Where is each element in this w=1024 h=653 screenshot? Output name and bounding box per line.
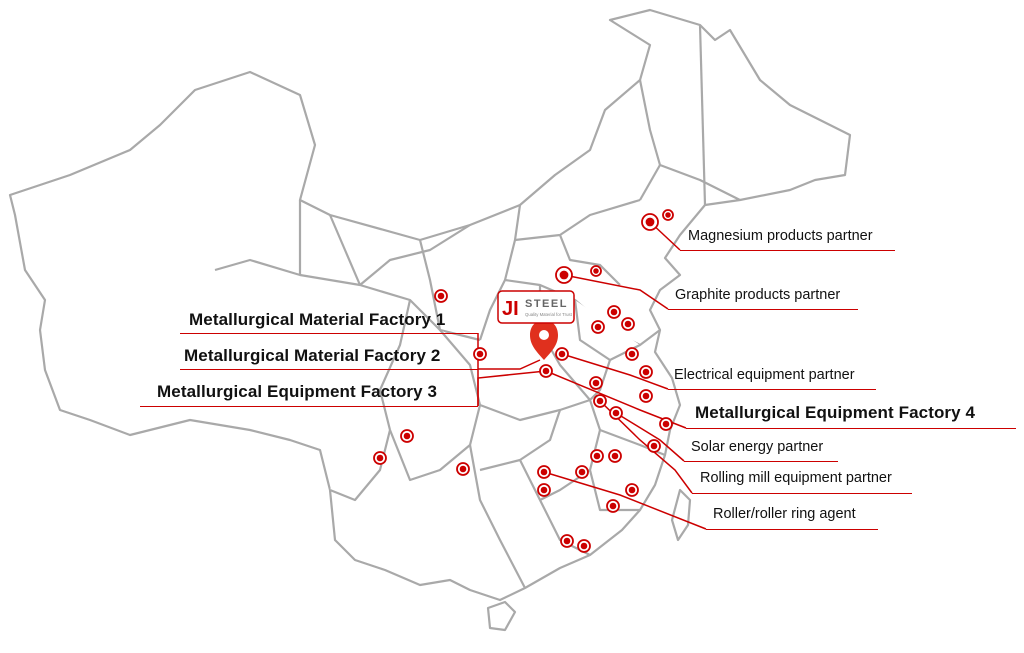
leader-line [599,400,693,494]
label-underline [686,428,1016,429]
label-roller-ring-agent: Roller/roller ring agent [713,506,856,522]
location-dot-icon [434,289,448,303]
location-dot-icon [400,429,414,443]
location-dot-icon [575,465,589,479]
label-solar-energy-partner: Solar energy partner [691,439,824,455]
location-dot-icon [537,483,551,497]
location-dot-icon [456,462,470,476]
label-underline [706,529,878,530]
location-dot-icon [577,539,591,553]
location-dot-icon [625,483,639,497]
leader-line [615,412,685,462]
location-dot-icon [537,465,551,479]
location-dot-icon [591,320,605,334]
label-metallurgical-material-factory-2: Metallurgical Material Factory 2 [184,346,441,365]
label-graphite-products-partner: Graphite products partner [675,287,841,303]
label-underline [680,250,895,251]
location-dot-icon [590,265,602,277]
location-dot-icon [659,417,673,431]
country-outline [8,8,852,602]
hainan-outline [486,600,517,632]
leader-line [561,353,669,390]
leader-line [478,359,541,370]
location-dot-icon [639,389,653,403]
logo-mark: JI [502,298,519,320]
leader-line [543,471,707,530]
label-underline [180,369,478,370]
label-underline [180,333,478,334]
location-dot-icon [647,439,661,453]
label-metallurgical-equipment-factory-4: Metallurgical Equipment Factory 4 [695,403,976,422]
label-underline [692,493,912,494]
location-dot-icon [606,499,620,513]
label-rolling-mill-equipment-partner: Rolling mill equipment partner [700,470,892,486]
location-dot-icon [609,406,623,420]
ji-steel-logo: JI STEEL Quality Material for Trust [497,290,575,324]
location-dot-icon [662,209,674,221]
label-underline [684,461,838,462]
location-dot-icon [589,376,603,390]
location-dot-icon [539,364,553,378]
location-dot-icon [593,394,607,408]
label-magnesium-products-partner: Magnesium products partner [688,228,873,244]
location-dot-icon [625,347,639,361]
taiwan-outline [670,488,692,542]
site-markers [373,209,674,553]
location-dot-icon [621,317,635,331]
location-dot-icon [639,365,653,379]
map-pin-icon [530,320,558,360]
location-dot-icon [641,213,659,231]
label-electrical-equipment-partner: Electrical equipment partner [674,367,855,383]
location-dot-icon [608,449,622,463]
location-dot-icon [590,449,604,463]
location-dot-icon [607,305,621,319]
location-dot-icon [555,266,573,284]
leader-lines [477,221,707,530]
leader-line [563,274,669,310]
label-underline [140,406,478,407]
label-metallurgical-material-factory-1: Metallurgical Material Factory 1 [189,310,446,329]
location-dot-icon [560,534,574,548]
label-underline [668,389,876,390]
label-underline [668,309,858,310]
location-dot-icon [555,347,569,361]
logo-tagline: Quality Material for Trust [525,312,573,317]
location-dot-icon [373,451,387,465]
location-dot-icon [473,347,487,361]
label-metallurgical-equipment-factory-3: Metallurgical Equipment Factory 3 [157,382,438,401]
leader-line [477,370,547,406]
logo-word: STEEL [525,298,568,310]
